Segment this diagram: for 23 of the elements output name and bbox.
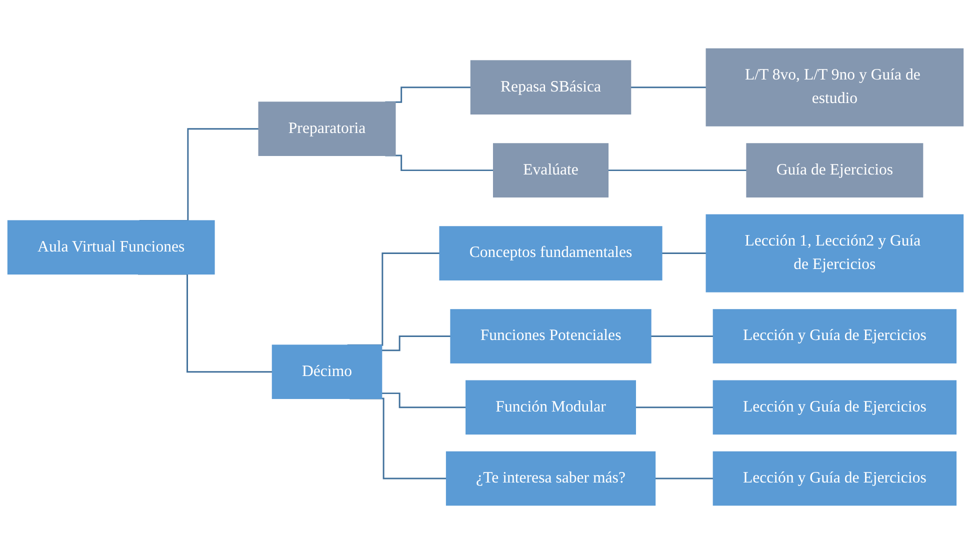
node-box: L/T 8vo, L/T 9no y Guía de estudio — [706, 48, 964, 126]
connector — [382, 336, 451, 352]
connector — [382, 392, 466, 408]
node-box: Función Modular — [466, 380, 636, 435]
node-box: Décimo — [272, 344, 382, 399]
connector — [650, 336, 714, 337]
connector — [630, 86, 706, 88]
node-box: Evalúate — [493, 143, 609, 198]
node-box: Lección y Guía de Ejercicios — [712, 309, 957, 364]
node-box: Preparatoria — [258, 102, 396, 156]
connector — [608, 170, 747, 172]
node-box: Lección y Guía de Ejercicios — [712, 380, 957, 435]
node-box: ¿Te interesa saber más? — [446, 451, 656, 506]
connector — [655, 478, 714, 480]
node-box: Lección 1, Lección2 y Guía de Ejercicios — [706, 214, 964, 292]
connector — [662, 252, 706, 254]
node-box: Funciones Potenciales — [450, 309, 652, 364]
node-box: Aula Virtual Funciones — [7, 220, 215, 275]
node-box: Repasa SBásica — [470, 60, 632, 114]
connector — [636, 406, 714, 408]
node-box: Lección y Guía de Ejercicios — [712, 451, 957, 506]
node-box: Guía de Ejercicios — [746, 143, 924, 198]
node-box: Conceptos fundamentales — [439, 226, 662, 280]
